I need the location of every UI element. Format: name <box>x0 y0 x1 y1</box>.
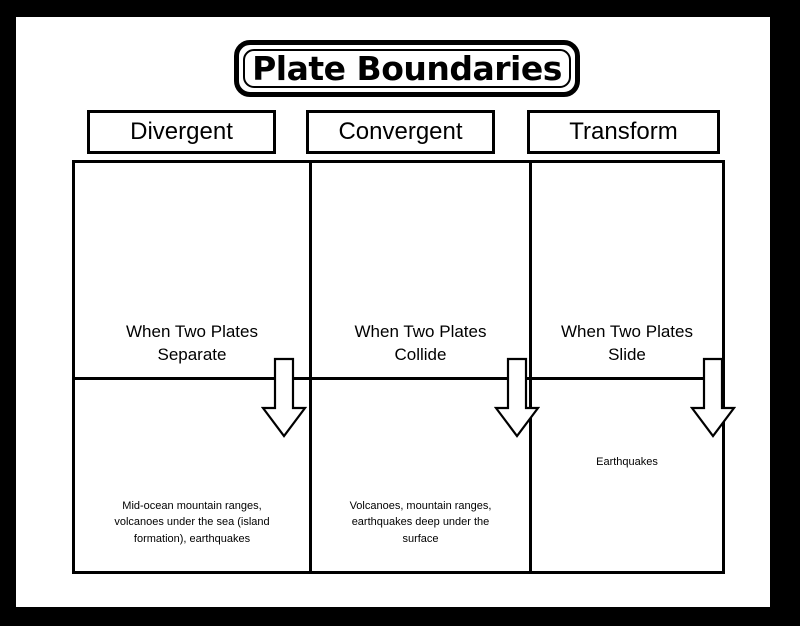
table-column-transform: When Two Plates Slide Earthquakes <box>532 163 736 571</box>
column-header-transform: Transform <box>527 110 720 154</box>
column-divider <box>529 163 532 571</box>
motion-text: When Two Plates Slide <box>561 322 693 365</box>
results-text: Volcanoes, mountain ranges, earthquakes … <box>349 499 492 545</box>
results-cell: Volcanoes, mountain ranges, earthquakes … <box>312 380 529 571</box>
title-plaque-inner-border: Plate Boundaries <box>243 49 571 88</box>
motion-cell: When Two Plates Separate <box>75 163 309 377</box>
motion-text: When Two Plates Collide <box>354 322 487 365</box>
results-text: Mid-ocean mountain ranges, volcanoes und… <box>114 499 270 545</box>
motion-text: When Two Plates Separate <box>126 322 258 365</box>
results-cell: Earthquakes <box>532 380 722 571</box>
page-title: Plate Boundaries <box>252 49 562 88</box>
column-header-convergent: Convergent <box>306 110 495 154</box>
column-divider <box>309 163 312 571</box>
down-arrow-icon <box>494 356 540 440</box>
title-plaque: Plate Boundaries <box>234 40 580 97</box>
worksheet-page: Plate Boundaries Divergent Convergent Tr… <box>16 17 770 607</box>
column-header-label: Convergent <box>338 118 463 145</box>
row-divider <box>75 377 722 380</box>
down-arrow-icon <box>690 356 736 440</box>
results-cell: Mid-ocean mountain ranges, volcanoes und… <box>75 380 309 571</box>
table-column-divergent: When Two Plates Separate Mid-ocean mount… <box>75 163 309 571</box>
motion-cell: When Two Plates Slide <box>532 163 722 377</box>
table-column-convergent: When Two Plates Collide Volcanoes, mount… <box>312 163 540 571</box>
results-text: Earthquakes <box>596 456 658 469</box>
column-header-divergent: Divergent <box>87 110 276 154</box>
column-header-label: Transform <box>569 118 678 145</box>
down-arrow-icon <box>261 356 307 440</box>
column-header-label: Divergent <box>130 118 233 145</box>
plate-boundaries-table: When Two Plates Separate Mid-ocean mount… <box>72 160 736 574</box>
motion-cell: When Two Plates Collide <box>312 163 529 377</box>
